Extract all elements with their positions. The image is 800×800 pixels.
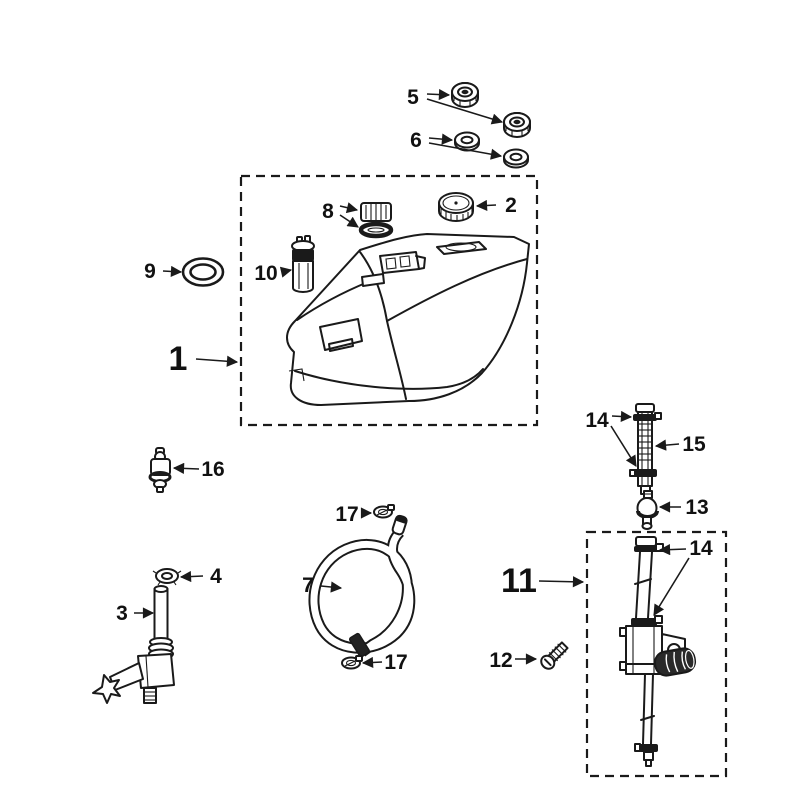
callout-label-17-top: 17: [335, 503, 358, 526]
callout-arrow-14b: [610, 425, 637, 467]
assembly-clamp-middle: [631, 618, 657, 626]
callout-label-10: 10: [254, 262, 277, 285]
callout-label-11: 11: [501, 562, 537, 600]
screw-drawing: [540, 641, 569, 670]
fuel-tap-assembly-drawing: [619, 536, 697, 767]
callout-arrow-6b: [428, 142, 503, 160]
callout-label-8: 8: [322, 200, 334, 223]
hose-clamp-drawing: [373, 504, 395, 519]
callout-label-7: 7: [302, 574, 314, 597]
check-valve-drawing: [148, 447, 172, 493]
fuel-tap-drawing: [92, 585, 175, 704]
callout-arrow-2: [475, 199, 497, 212]
filler-cap-drawing: [438, 192, 474, 222]
callout-label-6: 6: [410, 129, 422, 152]
callout-arrow-15: [654, 439, 680, 451]
tube-clamp-drawing: [632, 469, 657, 477]
callout-arrows: [134, 88, 690, 669]
callout-label-17-bottom: 17: [384, 651, 407, 674]
fuel-sender-drawing: [291, 235, 315, 293]
assembly-clamp-bottom: [639, 744, 658, 752]
callout-label-12: 12: [489, 649, 512, 672]
oring-seal-drawing: [181, 257, 225, 287]
vent-gasket-drawing: [358, 221, 394, 239]
callout-arrow-4: [179, 570, 204, 583]
callout-label-4: 4: [210, 565, 222, 588]
callout-arrow-16: [172, 462, 200, 474]
callout-arrow-6a: [428, 133, 454, 145]
callout-arrow-14c: [658, 544, 687, 556]
hex-nut-drawing: [503, 112, 531, 138]
callout-label-13: 13: [685, 496, 708, 519]
tube-clamp-drawing: [633, 414, 657, 421]
callout-label-15: 15: [682, 433, 706, 456]
callout-label-14-box: 14: [689, 537, 713, 560]
callout-arrow-8a: [339, 202, 359, 214]
inline-filter-drawing: [636, 490, 659, 530]
callout-label-9: 9: [144, 260, 156, 283]
tap-nut-drawing: [152, 568, 182, 586]
callout-arrow-9: [162, 265, 183, 278]
breather-tube-drawing: [629, 403, 662, 495]
fuel-hose-drawing: [308, 514, 416, 658]
callout-arrow-7: [320, 581, 343, 593]
tap-assembly-box: [585, 530, 728, 778]
tap-lever-knob: [92, 674, 121, 704]
assembly-clamp-top: [634, 546, 658, 552]
callout-arrow-11: [538, 576, 585, 588]
callout-label-16: 16: [201, 458, 224, 481]
callout-arrow-5a: [426, 88, 451, 101]
callout-arrow-10: [279, 266, 293, 278]
callout-label-2: 2: [505, 194, 517, 217]
callout-arrow-1: [195, 355, 239, 367]
vent-plug-drawing: [360, 202, 392, 222]
callout-arrow-5b: [426, 98, 504, 125]
callout-arrow-8b: [339, 214, 359, 228]
fuel-tank-drawing: [286, 233, 530, 406]
callout-label-1: 1: [169, 340, 188, 378]
callout-arrow-14a: [611, 410, 633, 423]
tap-knob: [653, 647, 697, 677]
hose-clamp-drawing: [341, 655, 363, 670]
tank-detail-box: [239, 174, 539, 427]
callout-label-14-top: 14: [585, 409, 609, 432]
callout-label-5: 5: [407, 86, 419, 109]
hex-nut-drawing: [451, 82, 479, 108]
callout-arrow-14d: [653, 557, 690, 616]
callout-label-3: 3: [116, 602, 128, 625]
callout-arrow-17b: [361, 656, 383, 669]
washer-drawing: [503, 148, 529, 169]
